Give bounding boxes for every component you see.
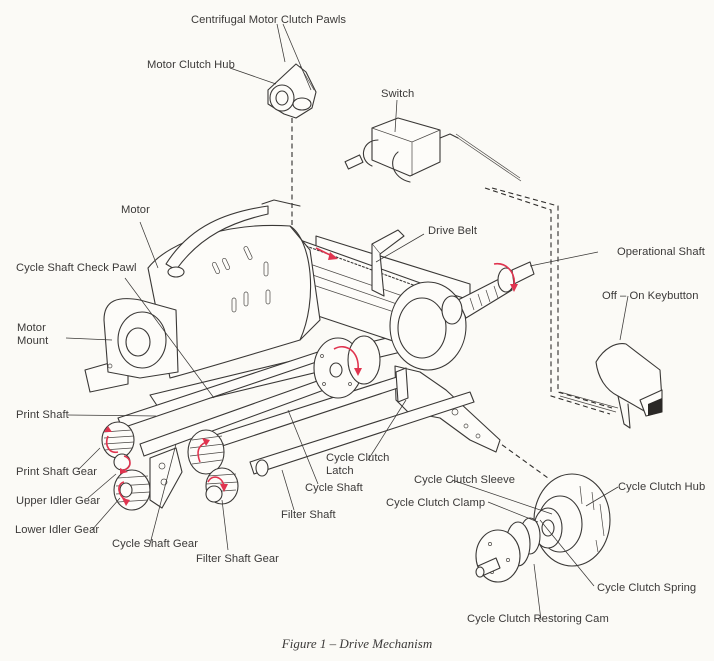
label-print-shaft: Print Shaft: [16, 409, 69, 421]
label-cycle-clutch-latch: Cycle Clutch Latch: [326, 452, 390, 477]
switch-part: [344, 117, 522, 183]
rotation-arrow-filter-gear: [207, 476, 225, 487]
label-upper-idler-gear: Upper Idler Gear: [16, 495, 101, 507]
shafts: [117, 347, 475, 477]
gear-train: [101, 421, 239, 511]
cycle-clutch-assembly: [475, 473, 611, 583]
cycle-shaft-gear-part: [187, 429, 225, 475]
label-cycle-clutch-clamp: Cycle Clutch Clamp: [386, 497, 486, 509]
rotation-arrow-print-gear: [105, 435, 119, 454]
rotation-arrow-cycle-gear: [197, 441, 207, 463]
explode-lines: [291, 118, 613, 479]
label-cycle-shaft-gear: Cycle Shaft Gear: [112, 538, 198, 550]
label-centrifugal-motor-clutch-pawls: Centrifugal Motor Clutch Pawls: [191, 14, 347, 26]
label-cycle-shaft: Cycle Shaft: [305, 482, 363, 494]
cycle-clutch-flange: [475, 529, 521, 583]
label-drive-belt: Drive Belt: [428, 225, 477, 237]
idler-bracket: [149, 447, 183, 509]
figure-caption: Figure 1 – Drive Mechanism: [281, 636, 433, 651]
rotation-arrow-upper-idler: [123, 455, 131, 471]
motor-mount-part: [103, 298, 179, 379]
label-off-on-keybutton: Off – On Keybutton: [602, 290, 699, 302]
label-motor: Motor: [121, 204, 150, 216]
rotation-arrow-operational-shaft: [493, 262, 516, 287]
motor-vents: [211, 246, 271, 313]
label-motor-clutch-hub: Motor Clutch Hub: [147, 59, 235, 71]
leader-lines: [65, 23, 629, 621]
motor-clutch-hub-part: [267, 63, 317, 119]
label-cycle-clutch-sleeve: Cycle Clutch Sleeve: [414, 474, 516, 486]
off-on-keybutton-part: [559, 343, 663, 429]
label-cycle-clutch-hub: Cycle Clutch Hub: [618, 481, 706, 493]
cycle-clutch-latch-part: [395, 367, 409, 403]
rotation-arrows: [104, 247, 518, 506]
label-print-shaft-gear: Print Shaft Gear: [16, 466, 98, 478]
label-switch: Switch: [381, 88, 415, 100]
rotation-arrow-cycle-flange: [333, 345, 359, 371]
label-motor-mount: Motor Mount: [17, 322, 49, 347]
label-cycle-clutch-restoring-cam: Cycle Clutch Restoring Cam: [467, 613, 609, 625]
label-filter-shaft: Filter Shaft: [281, 509, 336, 521]
motor-part: [147, 199, 321, 379]
label-cycle-shaft-check-pawl: Cycle Shaft Check Pawl: [16, 262, 137, 274]
label-operational-shaft: Operational Shaft: [617, 246, 705, 258]
label-cycle-clutch-spring: Cycle Clutch Spring: [597, 582, 697, 594]
label-lower-idler-gear: Lower Idler Gear: [15, 524, 100, 536]
label-filter-shaft-gear: Filter Shaft Gear: [196, 553, 279, 565]
operational-shaft-part: [441, 261, 535, 325]
